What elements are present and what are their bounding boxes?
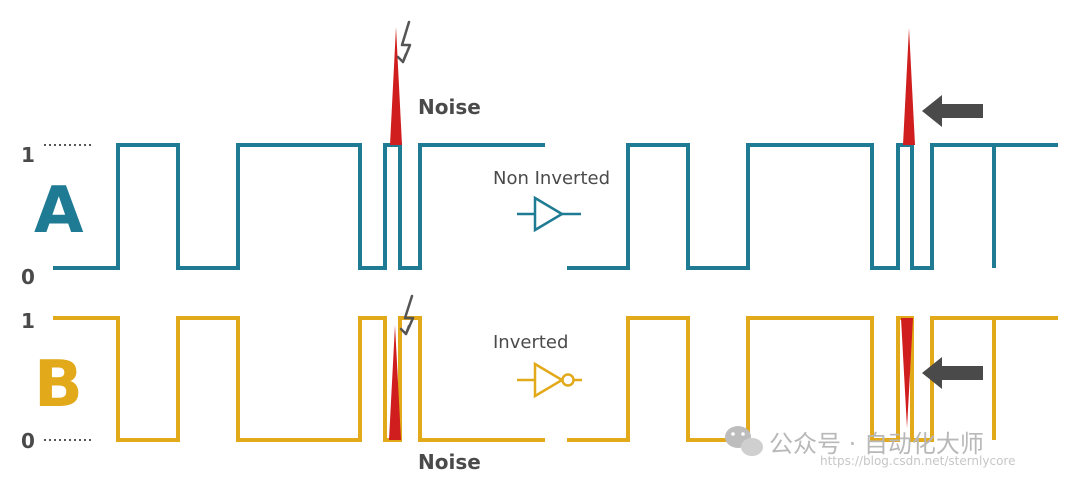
level-0-label-b: 0: [21, 429, 35, 453]
buffer-gate-icon: [517, 195, 581, 233]
lightning-bolt-icon: [396, 20, 412, 64]
noise-spike-a-right: [903, 28, 915, 145]
lightning-bolt-icon: [399, 294, 415, 336]
watermark-url: https://blog.csdn.net/sternlycore: [820, 454, 1015, 468]
level-0-label-a: 0: [21, 265, 35, 289]
waveform-b-right: [567, 316, 1058, 442]
non-inverted-label: Non Inverted: [493, 168, 610, 189]
waveform-a-right: [567, 143, 1058, 270]
level-1-label-a: 1: [21, 143, 35, 167]
waveform-a-left: [53, 143, 545, 270]
noise-label-bottom: Noise: [418, 450, 481, 474]
noise-label-top: Noise: [418, 95, 481, 119]
noise-spike-a-left: [390, 27, 402, 145]
noise-spike-b-left: [389, 325, 401, 440]
channel-b-label: B: [34, 348, 83, 422]
waveform-b-left: [53, 316, 545, 442]
left-arrow-icon: [922, 95, 983, 127]
inverted-label: Inverted: [493, 332, 568, 353]
inverter-gate-icon: [517, 361, 582, 399]
wechat-logo-icon: [725, 426, 763, 456]
channel-a-label: A: [34, 174, 84, 248]
watermark-account: 公众号 · 自动化大师: [769, 430, 984, 458]
noise-spike-b-right: [901, 318, 913, 428]
left-arrow-icon: [922, 357, 983, 389]
level-1-label-b: 1: [21, 309, 35, 333]
